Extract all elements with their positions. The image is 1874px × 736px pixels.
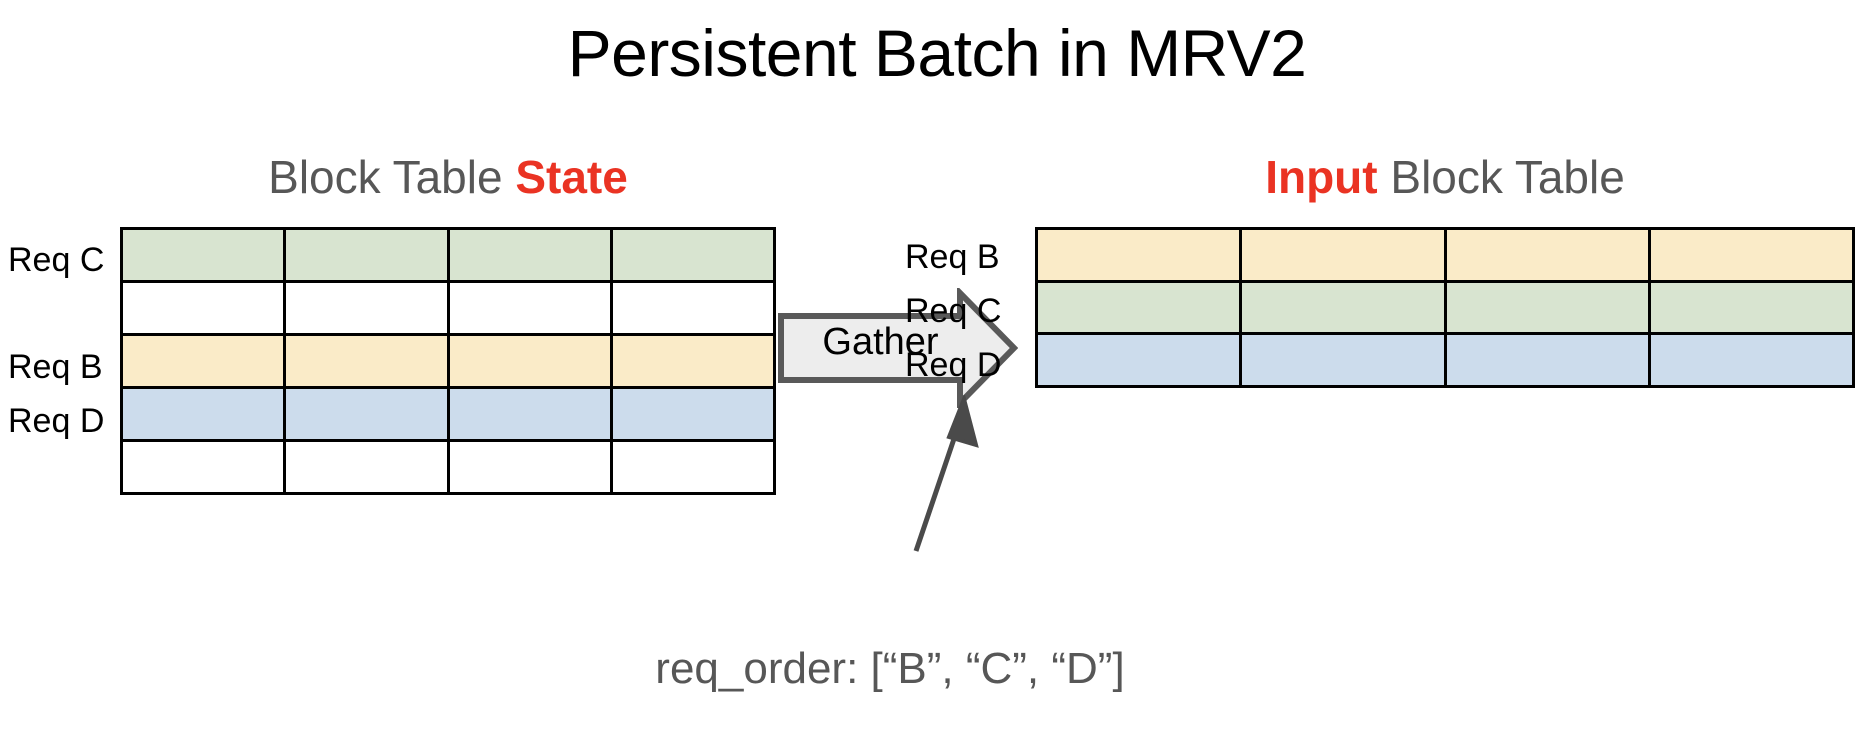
grid-cell xyxy=(612,389,773,439)
grid-cell xyxy=(286,389,447,439)
left-panel-heading: Block Table State xyxy=(120,150,776,204)
grid-cell xyxy=(123,230,284,280)
right-row-label-req-d: Req D xyxy=(905,346,1002,384)
grid-cell xyxy=(286,230,447,280)
grid-cell xyxy=(1446,282,1648,333)
grid-cell xyxy=(1446,335,1648,385)
grid-cell xyxy=(1446,230,1648,280)
req-order-caption: req_order: [“B”, “C”, “D”] xyxy=(655,644,1125,693)
left-heading-accent: State xyxy=(515,151,628,203)
grid-cell xyxy=(1242,230,1444,280)
grid-cell xyxy=(449,336,610,386)
right-row-label-req-c: Req C xyxy=(905,292,1002,330)
grid-cell xyxy=(1242,282,1444,333)
grid-cell xyxy=(1038,230,1240,280)
gather-arrow-icon xyxy=(778,288,1018,408)
block-table-state-grid xyxy=(120,227,776,495)
grid-cell xyxy=(1038,282,1240,333)
left-row-label-req-c: Req C xyxy=(8,241,105,279)
right-heading-accent: Input xyxy=(1265,151,1378,203)
grid-cell xyxy=(286,283,447,333)
grid-cell xyxy=(1650,230,1852,280)
grid-cell xyxy=(123,283,284,333)
grid-cell xyxy=(286,442,447,492)
grid-cell xyxy=(449,230,610,280)
grid-cell xyxy=(612,442,773,492)
grid-cell xyxy=(1650,335,1852,385)
right-heading-suffix: Block Table xyxy=(1377,151,1625,203)
grid-cell xyxy=(286,336,447,386)
left-row-label-req-b: Req B xyxy=(8,348,103,386)
grid-cell xyxy=(1242,335,1444,385)
right-row-label-req-b: Req B xyxy=(905,238,1000,276)
grid-cell xyxy=(612,283,773,333)
grid-cell xyxy=(123,389,284,439)
left-heading-prefix: Block Table xyxy=(268,151,516,203)
left-row-label-req-d: Req D xyxy=(8,402,105,440)
right-panel-heading: Input Block Table xyxy=(1035,150,1855,204)
grid-cell xyxy=(612,336,773,386)
grid-cell xyxy=(123,442,284,492)
grid-cell xyxy=(612,230,773,280)
grid-cell xyxy=(1038,335,1240,385)
grid-cell xyxy=(449,283,610,333)
grid-cell xyxy=(449,389,610,439)
req-order-pointer-arrow-icon xyxy=(900,395,1030,555)
gather-label: Gather xyxy=(822,321,939,363)
page-title: Persistent Batch in MRV2 xyxy=(567,16,1307,90)
grid-cell xyxy=(123,336,284,386)
input-block-table-grid xyxy=(1035,227,1855,388)
grid-cell xyxy=(449,442,610,492)
grid-cell xyxy=(1650,282,1852,333)
